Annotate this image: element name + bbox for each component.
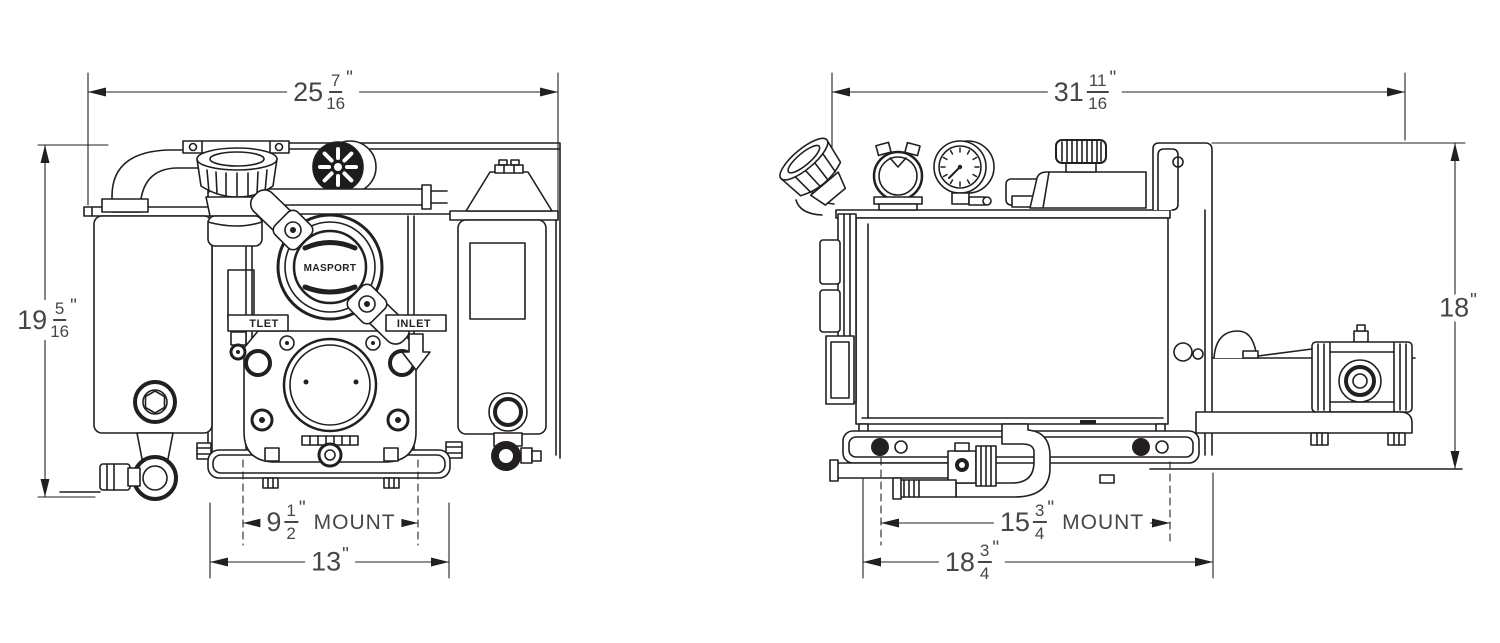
holding-tank-side: [855, 217, 1169, 437]
inlet-flow-arrow: [401, 333, 431, 371]
mount-bolt-hole: [1132, 438, 1150, 456]
port-side-tank: [59, 206, 233, 501]
mount-bolt-hole: [871, 438, 889, 456]
vacuum-pump-front: [182, 140, 290, 247]
discharge-pipe-front: [267, 184, 448, 210]
dim-lines-side-base: [862, 472, 1214, 579]
angled-fill-cap: [779, 137, 847, 216]
front-view-drawing: MASPORT TLET INLET: [59, 140, 561, 501]
inlet-label: INLET: [397, 318, 431, 330]
vacuum-pump-side: [1005, 139, 1147, 209]
pressure-gauge-side: [933, 140, 995, 206]
dim-front-base-width: 13 ": [305, 546, 355, 576]
discharge-pump: [1195, 324, 1416, 446]
panel-clamp-knob: [1173, 342, 1204, 362]
starboard-tank: [445, 159, 559, 471]
masport-clamp-ring: MASPORT: [272, 209, 388, 325]
macerator-pump: [243, 330, 417, 468]
discharge-plumbing: [829, 423, 1115, 500]
tank-drain-port: [133, 380, 177, 424]
outlet-label: TLET: [249, 318, 279, 330]
tank-top-plate: [835, 209, 1171, 219]
brand-label: MASPORT: [304, 263, 357, 274]
side-view-drawing: [779, 137, 1463, 500]
vent-elbow: [101, 149, 219, 213]
dim-side-overall-height: 18 ": [1433, 292, 1483, 322]
mounting-brackets: [819, 213, 857, 405]
inlet-outlet-labels: TLET INLET: [227, 314, 447, 371]
hose-clamp-ring: [872, 141, 924, 211]
